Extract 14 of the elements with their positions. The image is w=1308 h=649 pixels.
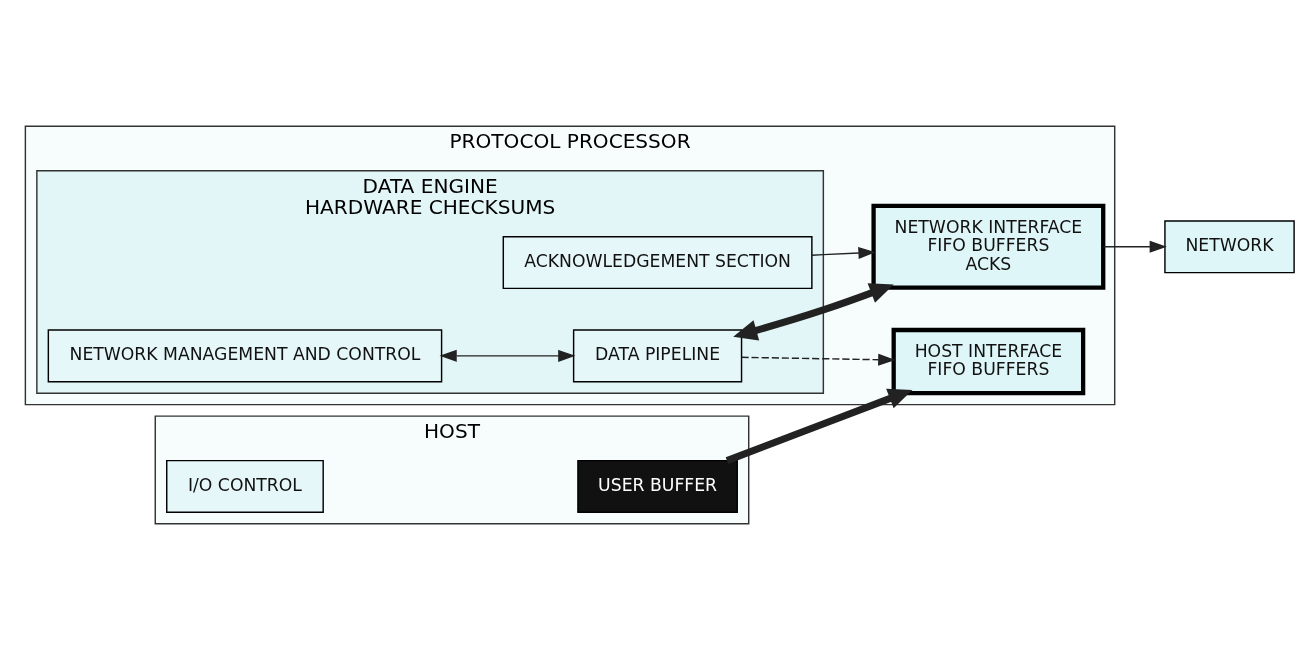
arrow: [733, 282, 894, 340]
node-box: NETWORK MANAGEMENT AND CONTROL: [47, 328, 443, 382]
arrow: [741, 353, 896, 366]
arrow: [725, 388, 913, 464]
node-box: DATA PIPELINE: [572, 328, 743, 382]
node-box: HOST INTERFACE FIFO BUFFERS: [891, 327, 1086, 395]
arrow: [439, 349, 576, 362]
node-box: NETWORK: [1164, 219, 1295, 273]
arrow: [811, 246, 876, 259]
node-box: I/O CONTROL: [166, 459, 324, 513]
node-box: USER BUFFER: [577, 459, 738, 513]
node-box: NETWORK INTERFACE FIFO BUFFERS ACKS: [871, 203, 1106, 290]
arrow: [1102, 240, 1167, 253]
node-box: ACKNOWLEDGEMENT SECTION: [502, 235, 813, 289]
